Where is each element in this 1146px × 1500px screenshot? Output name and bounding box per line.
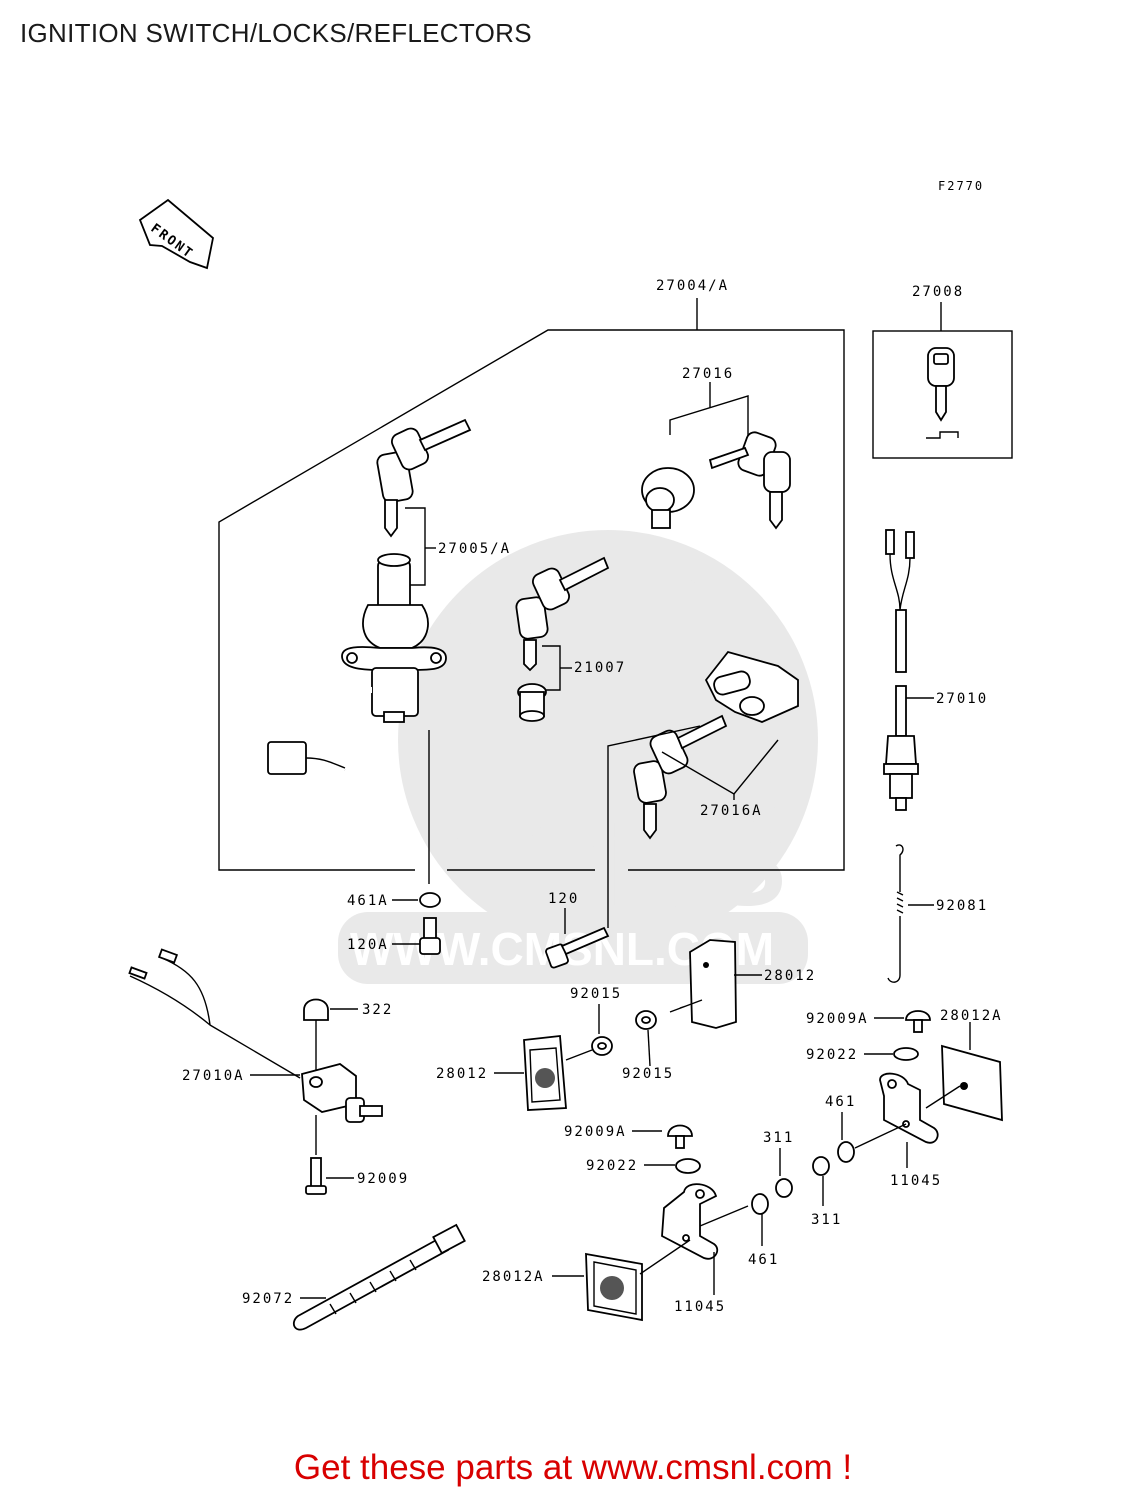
bracket-11045-bottom-icon — [661, 1183, 719, 1260]
reflector-28012-top-icon — [669, 939, 737, 1029]
label-92081: 92081 — [936, 898, 988, 914]
bolt-120-icon — [545, 926, 610, 969]
label-461A: 461A — [347, 893, 389, 909]
label-311-top: 311 — [763, 1130, 794, 1146]
key-icon — [708, 431, 791, 530]
switch-27010A-icon — [128, 948, 383, 1123]
footer-link-text[interactable]: Get these parts at www.cmsnl.com ! — [293, 1448, 853, 1487]
label-27010A: 27010A — [182, 1068, 245, 1084]
label-28012-left: 28012 — [436, 1066, 488, 1082]
label-322: 322 — [362, 1002, 393, 1018]
nut-92015-a-icon — [591, 1036, 613, 1056]
label-92015-top: 92015 — [570, 986, 622, 1002]
washer-461A-icon — [419, 892, 441, 908]
bolt-120A-icon — [419, 917, 441, 955]
bolt-92009A-mid-icon — [667, 1124, 693, 1149]
label-28012A-bottom: 28012A — [482, 1269, 545, 1285]
label-28012-top: 28012 — [764, 968, 816, 984]
label-27008: 27008 — [912, 284, 964, 300]
label-461-right: 461 — [825, 1094, 856, 1110]
page-title: IGNITION SWITCH/LOCKS/REFLECTORS — [20, 18, 532, 48]
label-92009: 92009 — [357, 1171, 409, 1187]
nut-92015-b-icon — [635, 1010, 657, 1030]
label-11045-bottom: 11045 — [674, 1299, 726, 1315]
label-92022-right: 92022 — [806, 1047, 858, 1063]
washer-461-right-icon — [837, 1141, 855, 1163]
reflector-28012A-right-icon — [925, 1044, 1003, 1122]
washer-92022-right-icon — [893, 1047, 919, 1061]
ignition-switch-icon — [267, 553, 447, 775]
label-21007: 21007 — [574, 660, 626, 676]
label-92015-bottom: 92015 — [622, 1066, 674, 1082]
seat-lock-icon — [641, 467, 695, 529]
bolt-92009A-right-icon — [905, 1010, 931, 1033]
label-92009A-right: 92009A — [806, 1011, 869, 1027]
washer-461-bottom-icon — [751, 1193, 769, 1215]
front-arrow-icon: FRONT — [138, 198, 214, 270]
label-92072: 92072 — [242, 1291, 294, 1307]
ignition-key-icon — [376, 418, 472, 538]
label-27016A: 27016A — [700, 803, 763, 819]
label-27005A: 27005/A — [438, 541, 511, 557]
label-461-bottom: 461 — [748, 1252, 779, 1268]
label-92009A-mid: 92009A — [564, 1124, 627, 1140]
cap-key-icon — [515, 556, 610, 672]
key-blank-icon — [926, 347, 959, 439]
figure-code: F2770 — [938, 179, 984, 193]
helmet-lock-icon — [704, 650, 799, 723]
label-92022-mid: 92022 — [586, 1158, 638, 1174]
label-311-bottom: 311 — [811, 1212, 842, 1228]
label-11045-right: 11045 — [890, 1173, 942, 1189]
bolt-92009-icon — [305, 1157, 327, 1195]
spring-icon — [887, 844, 904, 983]
reflector-28012A-bottom-icon — [585, 1239, 691, 1322]
bracket-11045-right-icon — [879, 1072, 939, 1144]
nut-311-left-icon — [775, 1178, 793, 1198]
lock-cylinder-icon — [517, 683, 547, 722]
reflector-28012-left-icon — [523, 1035, 593, 1111]
cap-nut-322-icon — [303, 998, 329, 1021]
assembly-outline — [218, 329, 845, 871]
nut-311-right-icon — [812, 1156, 830, 1176]
label-27010: 27010 — [936, 691, 988, 707]
washer-92022-mid-icon — [675, 1158, 701, 1174]
label-120: 120 — [548, 891, 579, 907]
sensor-wire-icon — [883, 529, 919, 811]
label-120A: 120A — [347, 937, 389, 953]
label-27004A: 27004/A — [656, 278, 729, 294]
label-28012A-right: 28012A — [940, 1008, 1003, 1024]
cable-tie-icon — [292, 1223, 466, 1331]
label-27016: 27016 — [682, 366, 734, 382]
key-blank-box — [872, 330, 1013, 459]
